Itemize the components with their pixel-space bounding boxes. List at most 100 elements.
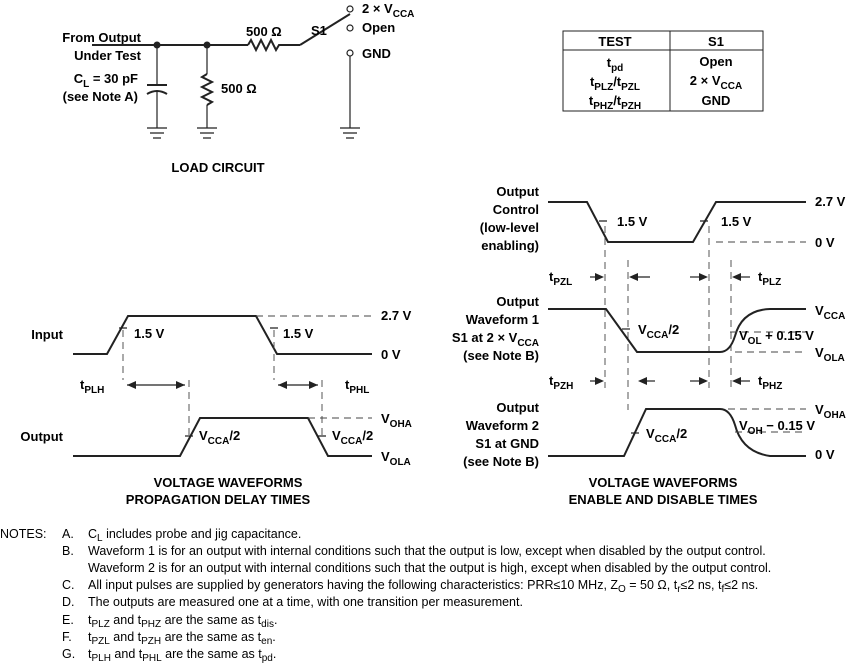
w1-label-line3: S1 at 2 × VCCA (452, 330, 539, 349)
output-vcca-half-rise: VCCA/2 (199, 428, 240, 447)
tphz-arrowhead-left (699, 377, 708, 385)
tpzl-arrowhead-right (629, 273, 638, 281)
oc-label-line3: (low-level (480, 220, 539, 235)
waveform2-ref-lines (728, 408, 806, 433)
tplz-label: tPLZ (758, 269, 781, 288)
oc-label-line2: Control (493, 202, 539, 217)
oc-label-line4: enabling) (481, 238, 539, 253)
note-f: tPZL and tPZH are the same as ten. (88, 630, 276, 647)
tphz-label: tPHZ (758, 373, 782, 392)
voha-label: VOHA (381, 411, 412, 430)
ground-symbol (197, 127, 217, 139)
output-waveform (73, 417, 372, 457)
w2-label-line2: Waveform 2 (466, 418, 539, 433)
w1-vcca-half-label: VCCA/2 (638, 322, 679, 341)
switch-contact-open (346, 24, 354, 32)
load-circuit: From Output Under Test 500 Ω S1 2 × VCCA… (62, 1, 414, 175)
switch-contact-gnd (346, 49, 354, 57)
table-cell-test: tPHZ/tPZH (589, 93, 641, 112)
note-letter: C. (62, 578, 75, 592)
from-output-label-line1: From Output (62, 30, 141, 45)
table-cell-s1: 2 × VCCA (690, 73, 742, 92)
oc-0v-label: 0 V (815, 235, 835, 250)
table-cell-s1: Open (699, 54, 732, 69)
oc-2v7-label: 2.7 V (815, 194, 846, 209)
note-letter: G. (62, 647, 75, 661)
output-label: Output (20, 429, 63, 444)
oc-1v5-fall-label: 1.5 V (617, 214, 648, 229)
s1-label: S1 (311, 23, 327, 38)
note-letter: B. (62, 544, 74, 558)
waveform1 (548, 308, 806, 353)
input-0v-label: 0 V (381, 347, 401, 362)
note-e: tPLZ and tPHZ are the same as tdis. (88, 613, 277, 630)
tplz-arrowhead-right (732, 273, 741, 281)
input-1v5-rise-label: 1.5 V (134, 326, 165, 341)
enable-title-line1: VOLTAGE WAVEFORMS (589, 475, 738, 490)
note-c: All input pulses are supplied by generat… (88, 578, 758, 595)
series-resistor (247, 37, 300, 53)
note-letter: A. (62, 527, 74, 541)
tphz-arrowhead-right (732, 377, 741, 385)
capacitor-plate-bottom (146, 90, 168, 95)
tpzh-arrowhead-right (638, 377, 647, 385)
notes-heading: NOTES: (0, 527, 47, 541)
table-header-s1: S1 (708, 34, 724, 49)
cl-label: CL = 30 pF (74, 71, 138, 90)
note-letter: D. (62, 595, 75, 609)
switch-open-label: Open (362, 20, 395, 35)
oc-1v5-rise-label: 1.5 V (721, 214, 752, 229)
enable-disable-waveforms: Output Control (low-level enabling) 2.7 … (452, 184, 846, 507)
switch-2vcca-label: 2 × VCCA (362, 1, 414, 20)
oc-label-line1: Output (496, 184, 539, 199)
tplz-arrowhead-left (699, 273, 708, 281)
prop-title-line2: PROPAGATION DELAY TIMES (126, 492, 311, 507)
tpzh-arrowhead-left (595, 377, 604, 385)
tpzl-label: tPZL (549, 269, 572, 288)
tpzl-arrowhead-left (595, 273, 604, 281)
w1-vol-label: VOL + 0.15 V (739, 328, 814, 347)
prop-delay-waveforms: Input 2.7 V 0 V 1.5 V 1.5 V tPLH tPHL Ou… (20, 308, 412, 507)
note-b2: Waveform 2 is for an output with interna… (88, 561, 771, 575)
table-cell-s1: GND (702, 93, 731, 108)
table-border (562, 30, 764, 112)
notes: NOTES: A. CL includes probe and jig capa… (0, 527, 771, 664)
tphl-label: tPHL (345, 377, 369, 396)
input-2v7-label: 2.7 V (381, 308, 412, 323)
w2-label-line1: Output (496, 400, 539, 415)
tplh-label: tPLH (80, 377, 104, 396)
enable-vertical-guides (604, 226, 732, 410)
w2-label-line3: S1 at GND (475, 436, 539, 451)
w1-vcca-label: VCCA (815, 303, 845, 322)
output-vcca-half-fall: VCCA/2 (332, 428, 373, 447)
w1-vola-label: VOLA (815, 345, 845, 364)
w1-label-line1: Output (496, 294, 539, 309)
input-waveform (73, 315, 372, 355)
cl-note: (see Note A) (63, 89, 138, 104)
tphl-arrowheads (278, 381, 318, 389)
series-resistor-label: 500 Ω (246, 24, 282, 39)
table-header-test: TEST (598, 34, 631, 49)
table-cell-test: tPLZ/tPZL (590, 74, 640, 93)
from-output-label-line2: Under Test (74, 48, 142, 63)
w1-label-line2: Waveform 1 (466, 312, 539, 327)
tpzh-label: tPZH (549, 373, 573, 392)
note-g: tPLH and tPHL are the same as tpd. (88, 647, 276, 664)
switch-contact-2vcca (346, 5, 354, 13)
output-control-waveform (548, 201, 806, 243)
vola-label: VOLA (381, 449, 411, 468)
switch-blade (299, 13, 351, 46)
table-grid (563, 31, 763, 111)
input-1v5-fall-label: 1.5 V (283, 326, 314, 341)
shunt-resistor-label: 500 Ω (221, 81, 257, 96)
note-letter: F. (62, 630, 72, 644)
prop-title-line1: VOLTAGE WAVEFORMS (154, 475, 303, 490)
input-label: Input (31, 327, 63, 342)
test-table: TEST S1 tpd tPLZ/tPZL tPHZ/tPZH Open 2 ×… (562, 30, 764, 112)
w2-voha-label: VOHA (815, 402, 846, 421)
vertical-guides (122, 330, 323, 438)
note-b1: Waveform 1 is for an output with interna… (88, 544, 766, 558)
note-letter: E. (62, 613, 74, 627)
w2-voh-label: VOH − 0.15 V (739, 418, 815, 437)
